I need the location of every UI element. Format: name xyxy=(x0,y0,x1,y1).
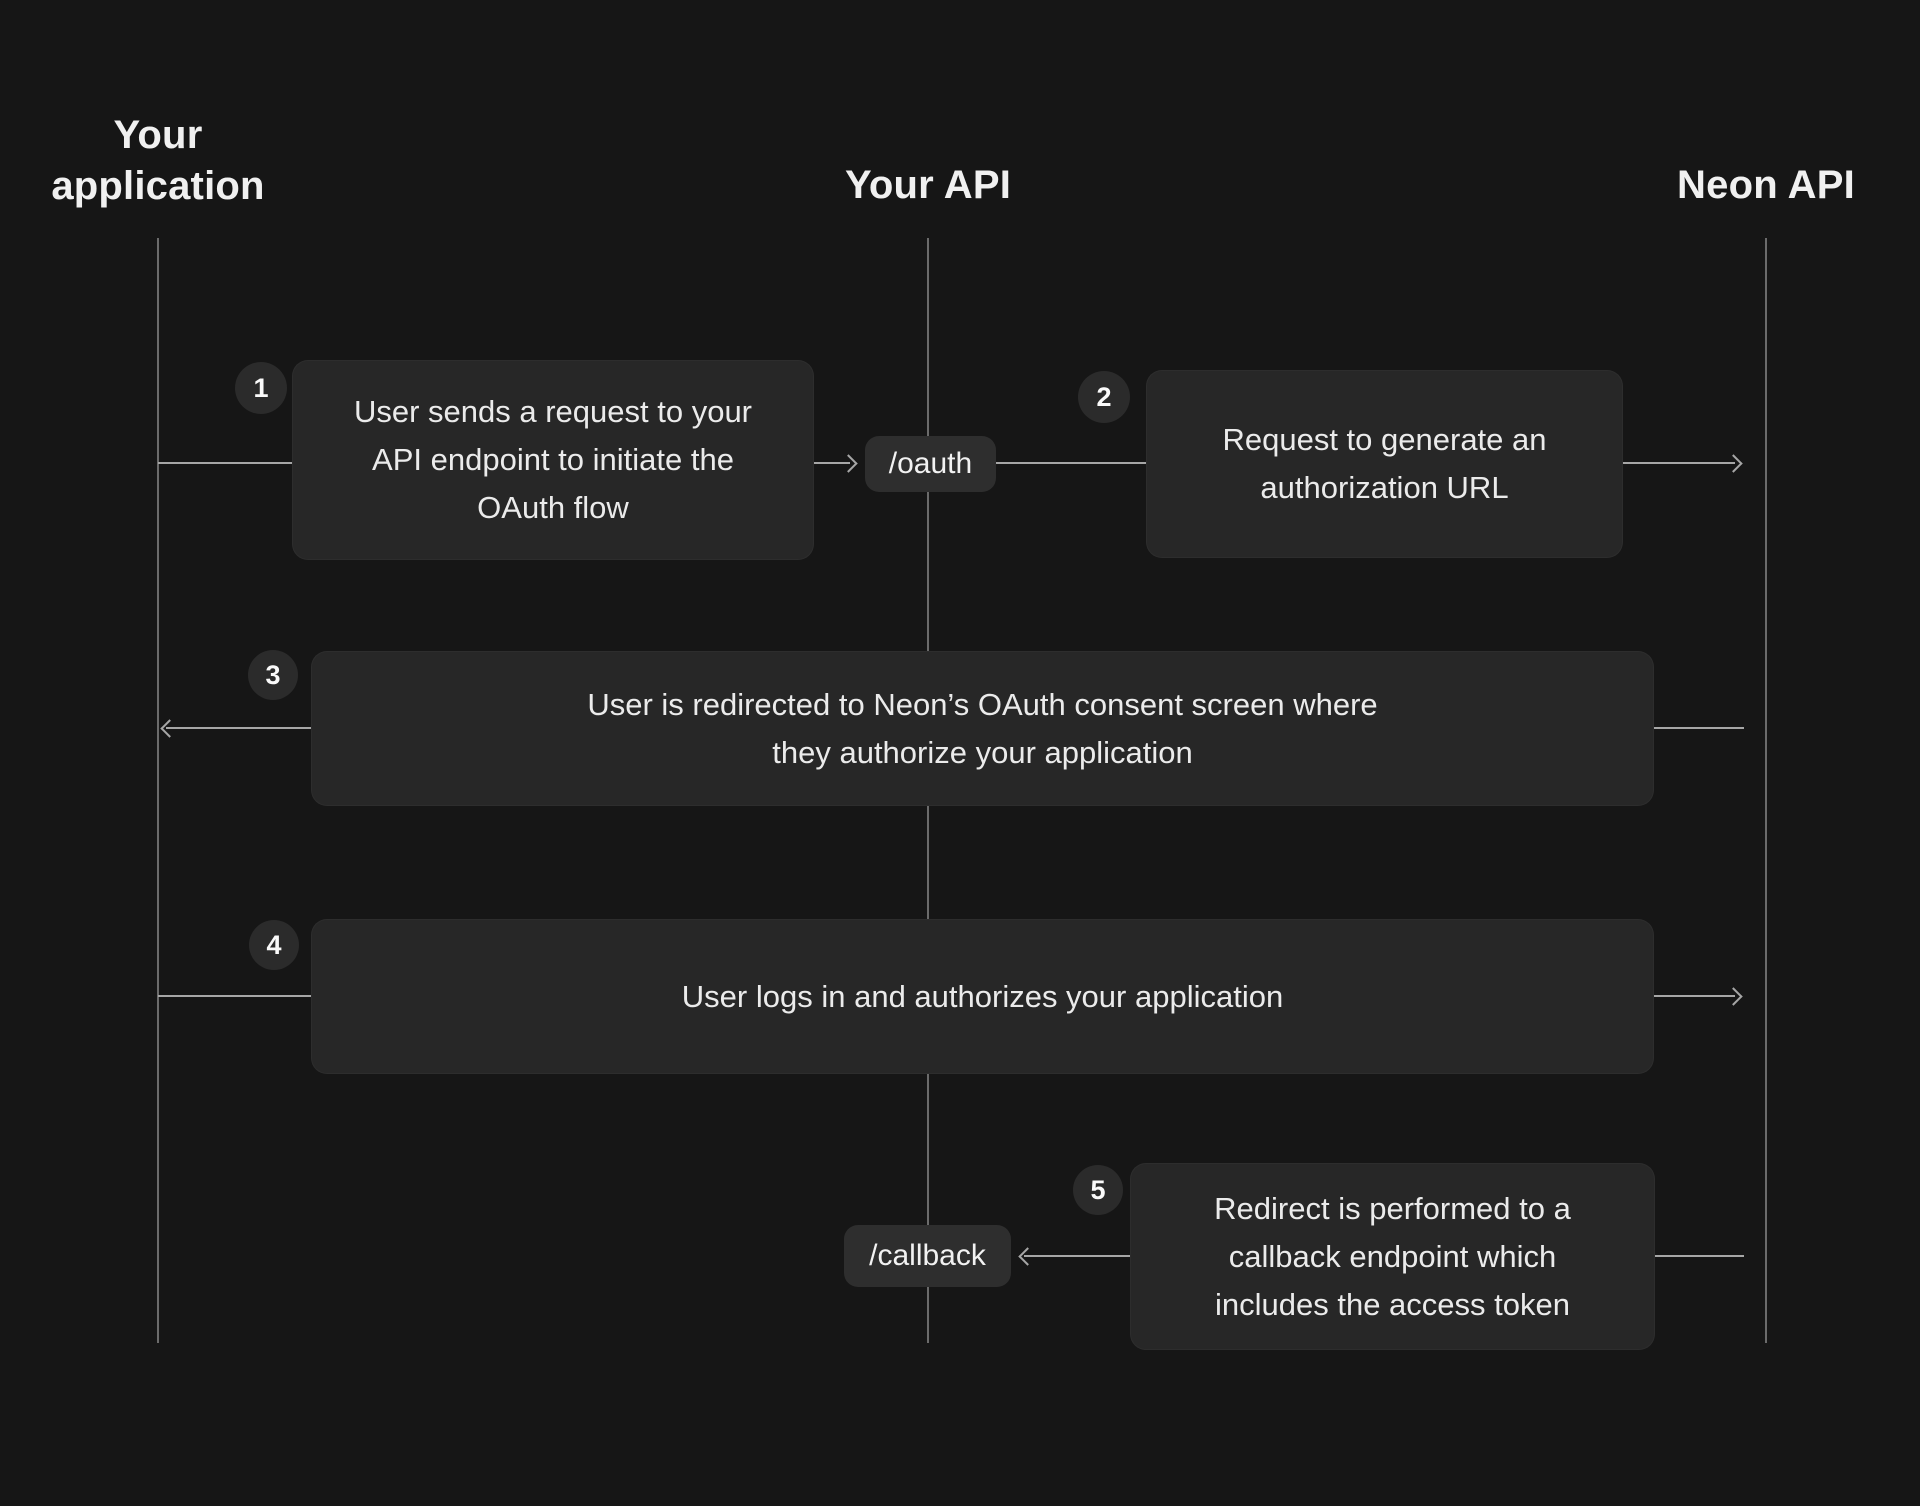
arrow-right-icon xyxy=(1724,987,1743,1006)
step-1-text: User sends a request to your API endpoin… xyxy=(353,394,753,525)
arrow-line-step-4 xyxy=(1654,995,1735,997)
step-5-box: Redirect is performed to a callback endp… xyxy=(1130,1163,1655,1350)
step-3-box: User is redirected to Neon’s OAuth conse… xyxy=(311,651,1654,806)
arrow-right-icon xyxy=(839,454,858,473)
arrow-right-icon xyxy=(1724,454,1743,473)
line-step-5-source xyxy=(1655,1255,1744,1257)
step-4-text: User logs in and authorizes your applica… xyxy=(681,978,1284,1014)
step-5-badge: 5 xyxy=(1073,1165,1123,1215)
step-3-badge: 3 xyxy=(248,650,298,700)
step-3-text: User is redirected to Neon’s OAuth conse… xyxy=(587,686,1378,770)
step-2-text: Request to generate an authorization URL xyxy=(1222,422,1547,505)
lifeline-neon-api xyxy=(1765,238,1767,1343)
arrow-left-icon xyxy=(1018,1247,1037,1266)
arrow-line-step-5 xyxy=(1024,1255,1130,1257)
arrow-left-icon xyxy=(160,719,179,738)
line-step-3-source xyxy=(1654,727,1744,729)
step-1-box: User sends a request to your API endpoin… xyxy=(292,360,814,560)
actor-your-api: Your API xyxy=(844,163,1012,207)
step-2-badge: 2 xyxy=(1078,371,1130,423)
callback-endpoint-pill: /callback xyxy=(844,1225,1011,1287)
lifeline-your-application xyxy=(157,238,159,1343)
line-oauth-to-step-2 xyxy=(996,462,1146,464)
arrow-line-step-2 xyxy=(1623,462,1735,464)
arrow-line-step-3 xyxy=(166,727,311,729)
step-2-box: Request to generate an authorization URL xyxy=(1146,370,1623,558)
line-step-4-source xyxy=(158,995,311,997)
step-4-box: User logs in and authorizes your applica… xyxy=(311,919,1654,1074)
callback-endpoint-label: /callback xyxy=(869,1239,986,1272)
actor-your-application: Your application xyxy=(51,113,265,208)
step-5-text: Redirect is performed to a callback endp… xyxy=(1214,1190,1571,1322)
actor-neon-api: Neon API xyxy=(1677,163,1855,207)
step-1-badge: 1 xyxy=(235,362,287,414)
oauth-endpoint-pill: /oauth xyxy=(865,436,996,492)
oauth-endpoint-label: /oauth xyxy=(888,447,973,480)
step-4-badge: 4 xyxy=(249,920,299,970)
